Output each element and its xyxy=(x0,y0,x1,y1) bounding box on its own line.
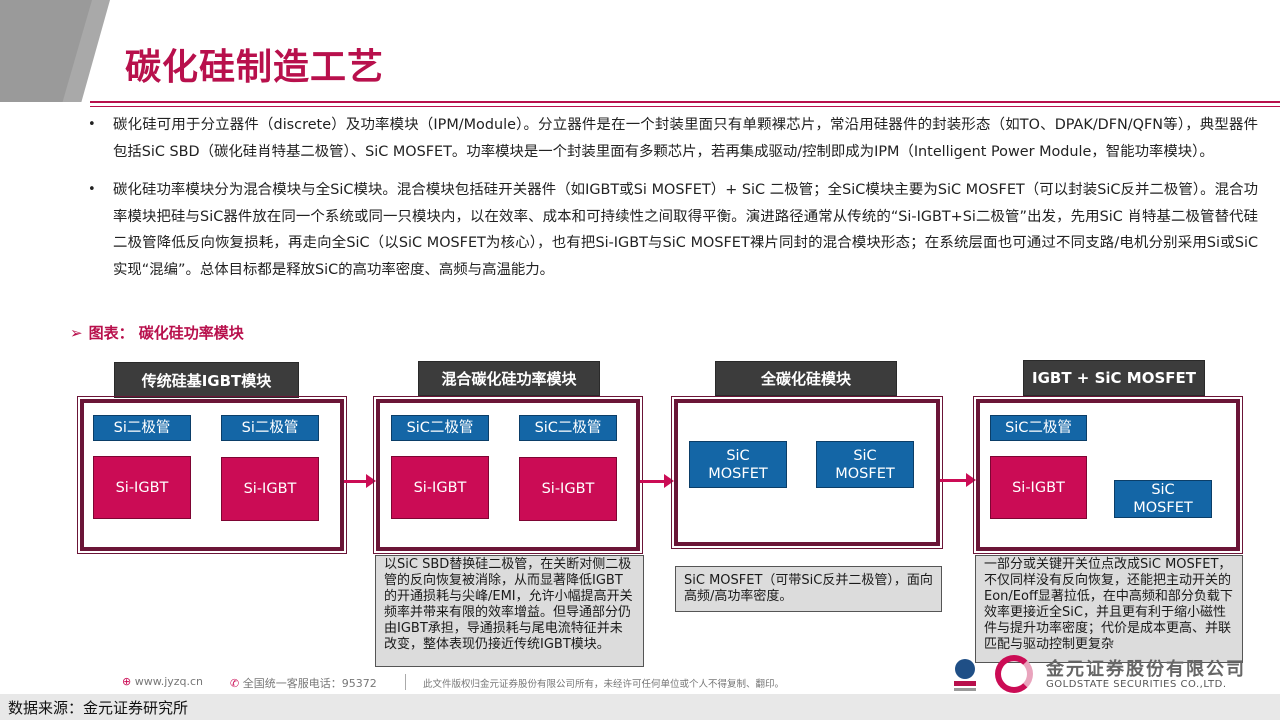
module-2-note: 以SiC SBD替换硅二极管，在关断对侧二极管的反向恢复被消除，从而显著降低IG… xyxy=(375,555,644,667)
module-2-igbt-1: Si-IGBT xyxy=(391,456,489,519)
footer-divider xyxy=(405,674,406,690)
module-4-note: 一部分或关键开关位点改成SiC MOSFET，不仅同样没有反向恢复，还能把主动开… xyxy=(975,555,1243,663)
bullet-paragraph-1: 碳化硅可用于分立器件（discrete）及功率模块（IPM/Module）。分立… xyxy=(88,112,1258,165)
footer-website-row: ⊕ www.jyzq.cn xyxy=(122,675,203,688)
data-source: 数据来源：金元证券研究所 xyxy=(8,699,189,717)
module-4-diode-1: SiC二极管 xyxy=(990,415,1087,441)
bullet-paragraph-2: 碳化硅功率模块分为混合模块与全SiC模块。混合模块包括硅开关器件（如IGBT或S… xyxy=(88,177,1258,283)
module-4-title: IGBT + SiC MOSFET xyxy=(1023,360,1205,396)
module-1-diode-2: Si二极管 xyxy=(221,415,319,441)
footer-website[interactable]: www.jyzq.cn xyxy=(134,675,204,688)
module-4-mosfet-1: SiC MOSFET xyxy=(1114,480,1212,518)
company-logo: 金元证券股份有限公司 GOLDSTATE SECURITIES CO.,LTD. xyxy=(950,655,1250,695)
module-3-title: 全碳化硅模块 xyxy=(715,361,897,396)
figure-caption-text: 图表： 碳化硅功率模块 xyxy=(88,324,244,342)
title-rule xyxy=(90,101,1280,103)
module-3-mosfet-1: SiC MOSFET xyxy=(689,441,787,488)
module-4-igbt-1: Si-IGBT xyxy=(990,456,1087,519)
exchange-badge-icon xyxy=(954,659,976,691)
arrow-3-icon xyxy=(940,473,976,487)
module-2-diode-2: SiC二极管 xyxy=(519,415,617,441)
caption-marker-icon: ➢ xyxy=(70,324,83,342)
page-title: 碳化硅制造工艺 xyxy=(125,47,385,88)
footer-band xyxy=(0,694,1280,720)
module-1-title: 传统硅基IGBT模块 xyxy=(114,362,299,398)
footer-hotline-row: ✆ 全国统一客服电话：95372 xyxy=(230,675,377,691)
module-3-note: SiC MOSFET（可带SiC反并二极管），面向高频/高功率密度。 xyxy=(675,566,942,612)
arrow-2-icon xyxy=(640,474,674,488)
module-1-igbt-2: Si-IGBT xyxy=(221,457,319,521)
module-2-igbt-2: Si-IGBT xyxy=(519,457,617,521)
module-1-diode-1: Si二极管 xyxy=(93,415,191,441)
footer-copyright: 此文件版权归金元证券股份有限公司所有，未经许可任何单位或个人不得复制、翻印。 xyxy=(423,679,785,690)
module-2-title: 混合碳化硅功率模块 xyxy=(418,361,600,396)
phone-icon: ✆ xyxy=(230,677,240,690)
logo-chinese-name: 金元证券股份有限公司 xyxy=(1046,659,1246,680)
title-rule-thin xyxy=(90,106,1280,107)
module-2-diode-1: SiC二极管 xyxy=(391,415,489,441)
globe-icon: ⊕ xyxy=(122,675,132,688)
arrow-1-icon xyxy=(344,474,376,488)
figure-caption: ➢ 图表： 碳化硅功率模块 xyxy=(70,322,244,343)
module-3-mosfet-2: SiC MOSFET xyxy=(816,441,914,488)
goldstate-logo-icon xyxy=(995,655,1033,693)
logo-english-name: GOLDSTATE SECURITIES CO.,LTD. xyxy=(1046,679,1227,690)
bullet-list: 碳化硅可用于分立器件（discrete）及功率模块（IPM/Module）。分立… xyxy=(88,112,1258,295)
footer-hotline: 全国统一客服电话：95372 xyxy=(242,677,377,690)
module-1-igbt-1: Si-IGBT xyxy=(93,456,191,519)
